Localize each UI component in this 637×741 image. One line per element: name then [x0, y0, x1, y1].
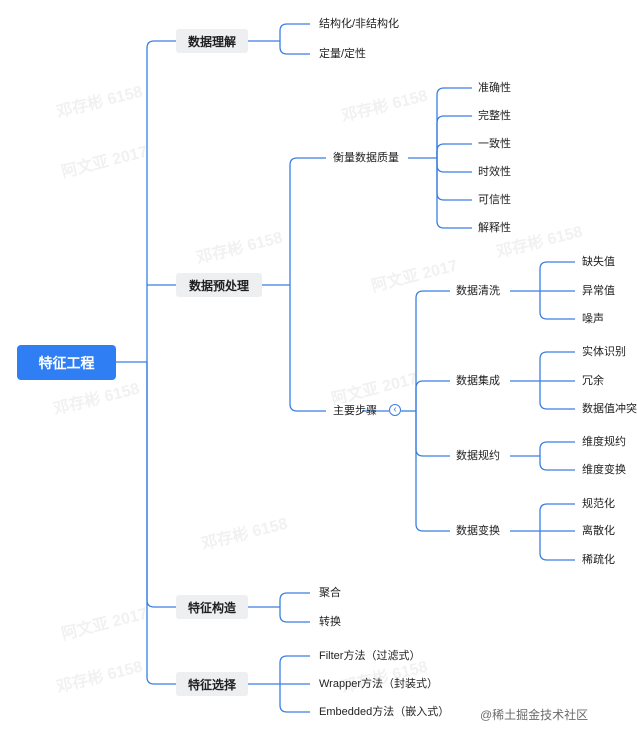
node-dimension-reduction[interactable]: 维度规约: [582, 436, 626, 448]
edge-k2: [279, 607, 310, 623]
edge-integrate: [415, 380, 450, 411]
node-data-understanding[interactable]: 数据理解: [176, 29, 248, 53]
edge-t1: [539, 503, 575, 531]
node-data-cleaning[interactable]: 数据清洗: [456, 285, 500, 297]
node-accuracy[interactable]: 准确性: [478, 82, 511, 94]
node-embedded-method[interactable]: Embedded方法（嵌入式）: [319, 706, 450, 718]
node-normalization[interactable]: 规范化: [582, 498, 615, 510]
collapse-toggle[interactable]: ‹: [389, 404, 401, 416]
node-aggregation[interactable]: 聚合: [319, 587, 341, 599]
node-wrapper-method[interactable]: Wrapper方法（封装式）: [319, 678, 438, 690]
edge-transform: [415, 411, 450, 532]
node-steps[interactable]: 主要步骤: [333, 405, 377, 417]
node-noise[interactable]: 噪声: [582, 313, 604, 325]
node-data-integration[interactable]: 数据集成: [456, 375, 500, 387]
node-discretization[interactable]: 离散化: [582, 525, 615, 537]
edge-c1: [539, 261, 575, 291]
edge-t3: [539, 531, 575, 561]
node-outliers[interactable]: 异常值: [582, 285, 615, 297]
node-feature-selection[interactable]: 特征选择: [176, 672, 248, 696]
edge-understand-2: [279, 41, 310, 55]
node-quantitative[interactable]: 定量/定性: [319, 48, 367, 60]
node-interpretability[interactable]: 解释性: [478, 222, 511, 234]
edge-i1: [539, 351, 575, 381]
root-node[interactable]: 特征工程: [17, 345, 116, 380]
node-credibility[interactable]: 可信性: [478, 194, 511, 206]
edge-reduce: [415, 411, 450, 457]
node-entity-recognition[interactable]: 实体识别: [582, 346, 626, 358]
edge-r2: [539, 456, 575, 471]
node-redundancy[interactable]: 冗余: [582, 375, 604, 387]
edge-understand-1: [279, 23, 310, 41]
node-data-reduction[interactable]: 数据规约: [456, 450, 500, 462]
node-completeness[interactable]: 完整性: [478, 110, 511, 122]
node-data-transformation[interactable]: 数据变换: [456, 525, 500, 537]
edge-q5: [436, 158, 472, 201]
node-data-preprocessing[interactable]: 数据预处理: [176, 273, 262, 297]
node-filter-method[interactable]: Filter方法（过滤式）: [319, 650, 421, 662]
node-value-conflict[interactable]: 数据值冲突: [582, 403, 637, 415]
node-consistency[interactable]: 一致性: [478, 138, 511, 150]
edge-steps: [289, 285, 326, 412]
edge-understand: [146, 40, 176, 362]
node-structured[interactable]: 结构化/非结构化: [319, 18, 400, 30]
edge-q1: [436, 87, 472, 158]
node-quality[interactable]: 衡量数据质量: [333, 152, 399, 164]
edge-q4: [436, 158, 472, 173]
source-label: @稀土掘金技术社区: [480, 708, 589, 722]
edge-r1: [539, 441, 575, 456]
edge-k1: [279, 592, 310, 607]
edge-clean: [415, 290, 450, 411]
edge-quality: [289, 157, 326, 285]
node-missing-values[interactable]: 缺失值: [582, 256, 615, 268]
node-sparsification[interactable]: 稀疏化: [582, 554, 615, 566]
edge-select: [146, 362, 176, 685]
node-feature-construction[interactable]: 特征构造: [176, 595, 248, 619]
edge-q3: [436, 143, 472, 158]
edge-construct: [146, 362, 176, 608]
edge-c3: [539, 291, 575, 320]
node-conversion[interactable]: 转换: [319, 616, 341, 628]
chevron-left-icon: ‹: [393, 404, 397, 415]
node-timeliness[interactable]: 时效性: [478, 166, 511, 178]
edge-q6: [436, 158, 472, 229]
edge-q2: [436, 115, 472, 158]
edge-i3: [539, 381, 575, 410]
edge-s3: [279, 684, 310, 713]
node-dimension-transform[interactable]: 维度变换: [582, 464, 626, 476]
edge-s1: [279, 655, 310, 684]
